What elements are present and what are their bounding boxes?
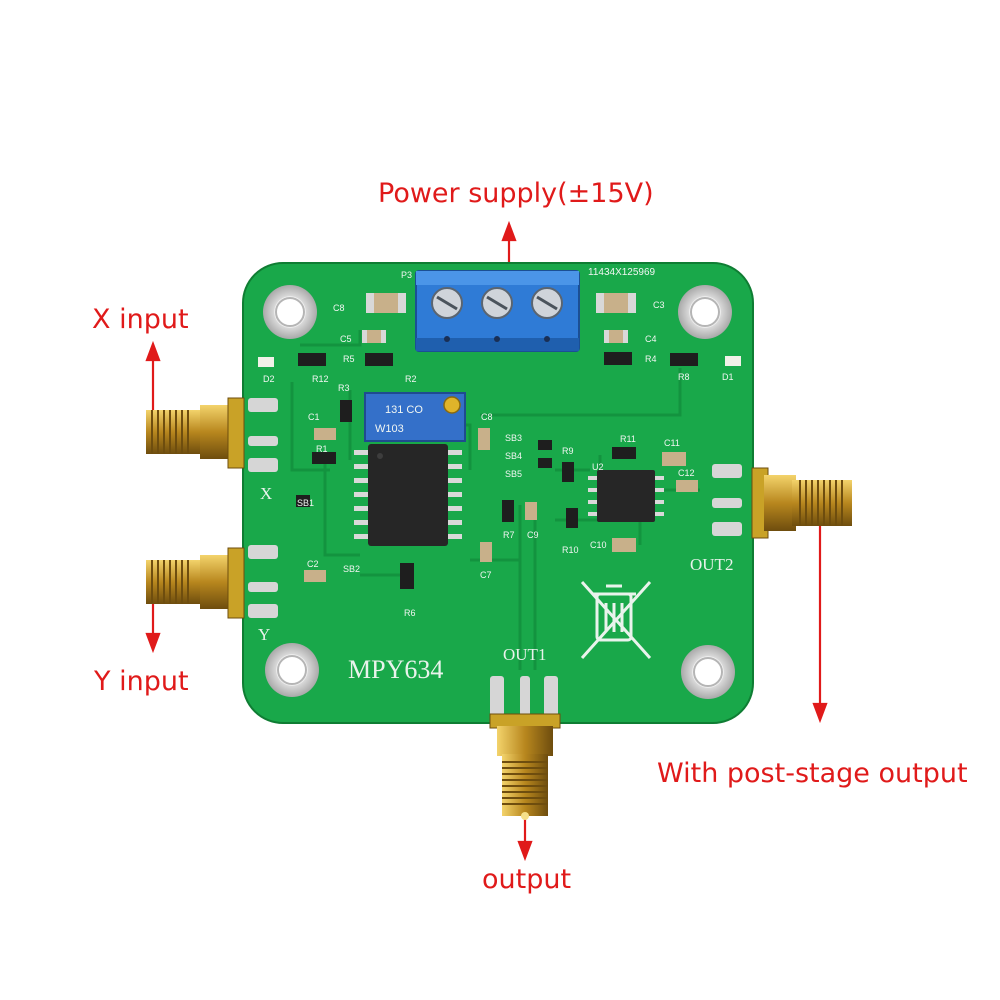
- mpy634-ic: [354, 444, 462, 546]
- ref-sb3: SB3: [505, 433, 522, 443]
- connector-pads: [248, 398, 742, 716]
- u2-ic: [588, 470, 664, 522]
- smd-capacitors: [304, 293, 698, 582]
- sma-connector-out1: [489, 713, 561, 820]
- weee-recycle-icon: [580, 580, 652, 660]
- power-terminal-block: [415, 270, 580, 352]
- mounting-hole-bottom-right: [681, 645, 735, 699]
- led-d2: [258, 357, 274, 367]
- arrow-x-input: [145, 340, 161, 410]
- trimmer-code: 131 CO: [385, 404, 423, 416]
- ref-c10: C10: [590, 540, 607, 550]
- output-label: output: [482, 864, 572, 895]
- serial-number-label: 11434X125969: [588, 267, 656, 278]
- ref-r2: R2: [405, 374, 417, 384]
- ref-r1: R1: [316, 444, 328, 454]
- ref-r5: R5: [343, 354, 355, 364]
- power-supply-label: Power supply(±15V): [378, 178, 654, 209]
- ref-r10: R10: [562, 545, 579, 555]
- trimmer-potentiometer: [364, 392, 466, 442]
- led-d1: [725, 356, 741, 366]
- ref-sb5: SB5: [505, 469, 522, 479]
- ref-d1: D1: [722, 372, 734, 382]
- sma-connector-y: [146, 547, 245, 619]
- post-stage-output-label: With post-stage output: [657, 758, 968, 789]
- ref-c2: C2: [307, 559, 319, 569]
- y-input-label: Y input: [94, 666, 189, 697]
- mounting-hole-top-right: [678, 285, 732, 339]
- ref-r7: R7: [503, 530, 515, 540]
- ref-c1: C1: [308, 412, 320, 422]
- ref-sb2: SB2: [343, 564, 360, 574]
- trimmer-marking: W103: [375, 423, 404, 435]
- mounting-hole-bottom-left: [265, 643, 319, 697]
- smd-resistors: [296, 352, 698, 589]
- ref-c7: C7: [480, 570, 492, 580]
- ref-c12: C12: [678, 468, 695, 478]
- ref-r4: R4: [645, 354, 657, 364]
- ref-c4: C4: [645, 334, 657, 344]
- ref-p3: P3: [401, 270, 412, 280]
- ref-r8: R8: [678, 372, 690, 382]
- chip-name-label: MPY634: [348, 655, 443, 684]
- ref-u2: U2: [592, 462, 604, 472]
- sma-connector-x: [146, 397, 245, 469]
- ref-c8-mid: C8: [481, 412, 493, 422]
- ref-c11: C11: [664, 438, 680, 448]
- ref-r11: R11: [620, 434, 636, 444]
- ref-c5: C5: [340, 334, 352, 344]
- x-input-label: X input: [92, 304, 189, 335]
- out1-label: OUT1: [503, 645, 546, 664]
- ref-r3: R3: [338, 383, 350, 393]
- reference-designators: P3 C8 C3 C5 R5 C4 R4 D2 R12 R2 R8 D1 R3 …: [263, 270, 734, 618]
- connector-x-label: X: [260, 484, 272, 503]
- ref-r6: R6: [404, 608, 416, 618]
- sma-connector-out2: [751, 467, 852, 539]
- ref-c3: C3: [653, 300, 665, 310]
- ref-c8-top: C8: [333, 303, 345, 313]
- ref-d2: D2: [263, 374, 275, 384]
- arrow-post-stage: [812, 520, 828, 724]
- ref-sb4: SB4: [505, 451, 522, 461]
- ref-sb1: SB1: [297, 498, 314, 508]
- ref-c9: C9: [527, 530, 539, 540]
- ref-r9: R9: [562, 446, 574, 456]
- out2-label: OUT2: [690, 555, 733, 574]
- connector-y-label: Y: [258, 625, 270, 644]
- mounting-hole-top-left: [263, 285, 317, 339]
- ref-r12: R12: [312, 374, 329, 384]
